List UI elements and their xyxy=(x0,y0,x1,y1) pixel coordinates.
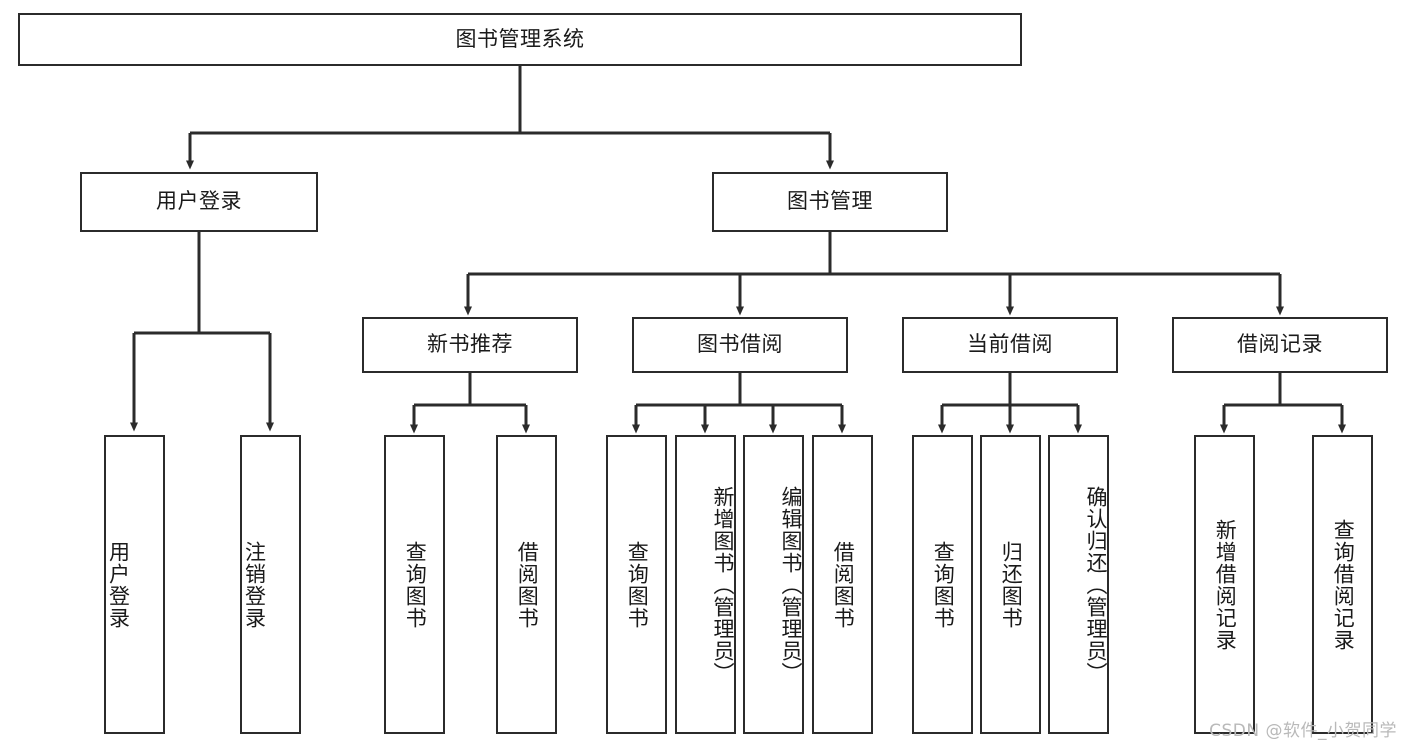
leaf-user-login-0[interactable]: 用户登录 xyxy=(104,435,165,734)
leaf-label: 查询图书 xyxy=(625,540,650,629)
leaf-label: 借阅图书 xyxy=(831,540,856,629)
leaf-borrow-record-1[interactable]: 查询借阅记录 xyxy=(1312,435,1373,734)
leaf-label: 确认归还（管理员） xyxy=(1084,485,1108,684)
leaf-label: 查询图书 xyxy=(403,540,428,629)
node-book-borrow[interactable]: 图书借阅 xyxy=(632,317,848,373)
node-user-login[interactable]: 用户登录 xyxy=(80,172,318,232)
leaf-label: 查询借阅记录 xyxy=(1331,518,1356,651)
leaf-current-borrow-2[interactable]: 确认归还（管理员） xyxy=(1048,435,1109,734)
leaf-book-borrow-1[interactable]: 新增图书（管理员） xyxy=(675,435,736,734)
leaf-label: 注销登录 xyxy=(242,540,267,629)
leaf-book-borrow-3[interactable]: 借阅图书 xyxy=(812,435,873,734)
leaf-label: 新增图书（管理员） xyxy=(711,485,735,684)
leaf-book-borrow-2[interactable]: 编辑图书（管理员） xyxy=(743,435,804,734)
leaf-borrow-record-0[interactable]: 新增借阅记录 xyxy=(1194,435,1255,734)
node-book-manage[interactable]: 图书管理 xyxy=(712,172,948,232)
leaf-current-borrow-1[interactable]: 归还图书 xyxy=(980,435,1041,734)
node-borrow-record[interactable]: 借阅记录 xyxy=(1172,317,1388,373)
node-current-borrow-label: 当前借阅 xyxy=(967,332,1053,357)
node-borrow-record-label: 借阅记录 xyxy=(1237,332,1323,357)
leaf-label: 查询图书 xyxy=(931,540,956,629)
leaf-label: 编辑图书（管理员） xyxy=(779,485,803,684)
node-new-book-recommend[interactable]: 新书推荐 xyxy=(362,317,578,373)
leaf-book-borrow-0[interactable]: 查询图书 xyxy=(606,435,667,734)
node-new-book-recommend-label: 新书推荐 xyxy=(427,332,513,357)
node-book-manage-label: 图书管理 xyxy=(787,189,873,214)
leaf-new-book-recommend-0[interactable]: 查询图书 xyxy=(384,435,445,734)
leaf-label: 用户登录 xyxy=(106,540,131,629)
node-root-label: 图书管理系统 xyxy=(455,26,585,51)
leaf-new-book-recommend-1[interactable]: 借阅图书 xyxy=(496,435,557,734)
node-current-borrow[interactable]: 当前借阅 xyxy=(902,317,1118,373)
node-user-login-label: 用户登录 xyxy=(156,189,242,214)
node-root[interactable]: 图书管理系统 xyxy=(18,13,1022,66)
leaf-label: 新增借阅记录 xyxy=(1213,518,1238,651)
node-book-borrow-label: 图书借阅 xyxy=(697,332,783,357)
leaf-user-login-1[interactable]: 注销登录 xyxy=(240,435,301,734)
leaf-label: 借阅图书 xyxy=(515,540,540,629)
watermark: CSDN @软件_小贺同学 xyxy=(1209,721,1397,741)
leaf-current-borrow-0[interactable]: 查询图书 xyxy=(912,435,973,734)
leaf-label: 归还图书 xyxy=(999,540,1024,629)
